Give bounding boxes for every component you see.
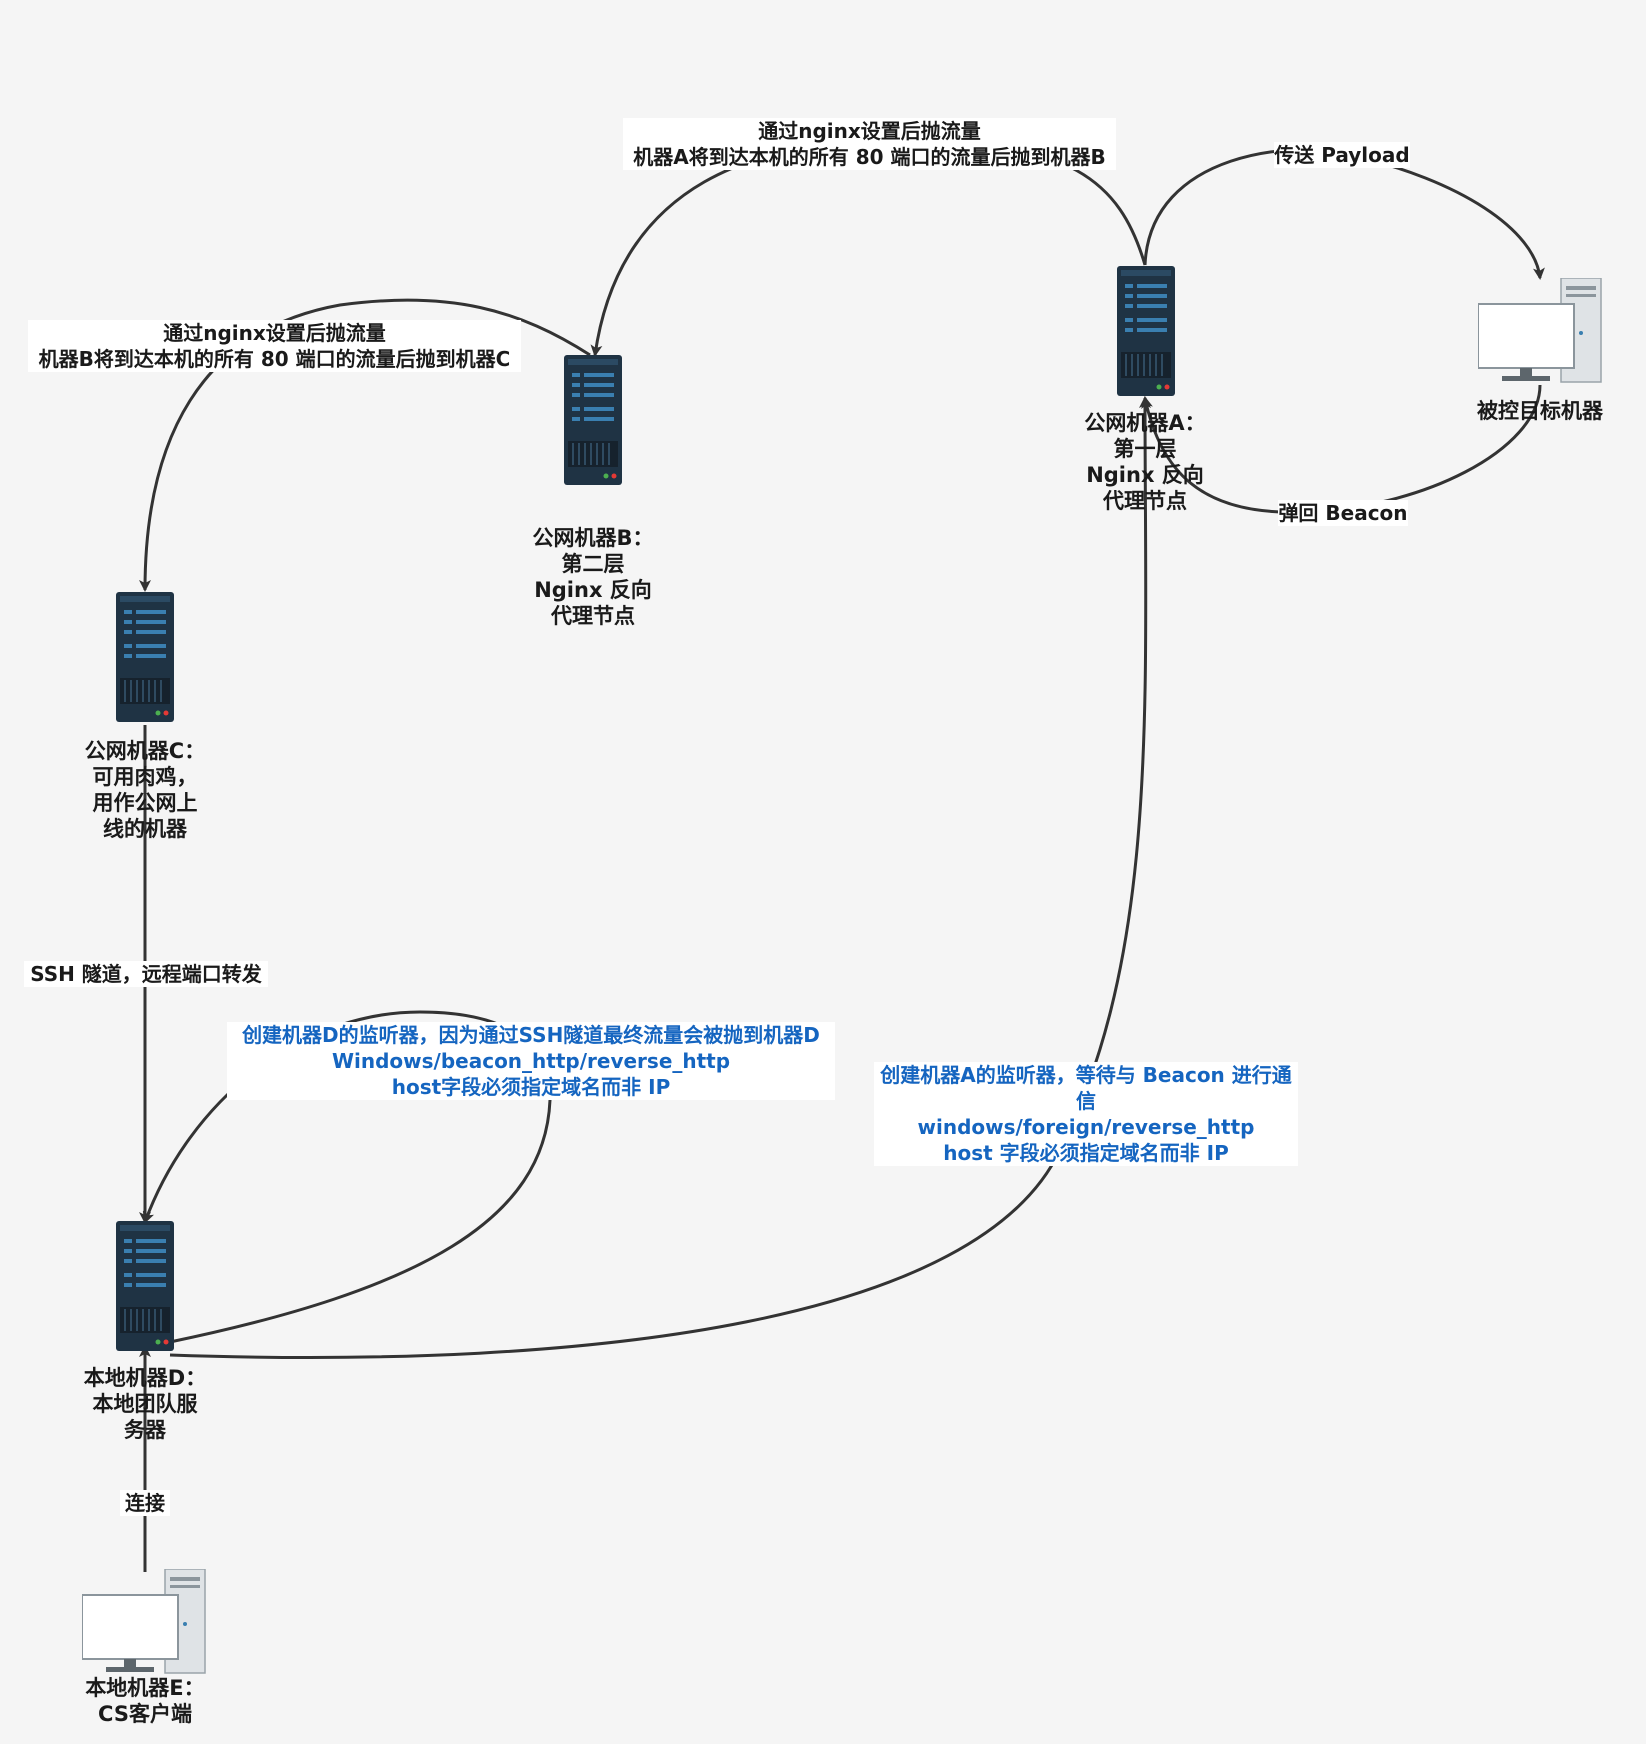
edge-label-connect: 连接 — [120, 1490, 170, 1516]
label-line: 第二层 — [561, 552, 625, 576]
server-machine-c[interactable] — [116, 592, 174, 722]
label-line: 通过nginx设置后抛流量 — [163, 321, 386, 345]
label-line: 代理节点 — [551, 604, 635, 628]
label-line: 创建机器D的监听器，因为通过SSH隧道最终流量会被抛到机器D — [242, 1023, 820, 1047]
label-line: CS客户端 — [98, 1702, 192, 1726]
server-machine-d[interactable] — [116, 1221, 174, 1351]
label-line: 被控目标机器 — [1477, 399, 1603, 423]
server-icon — [1117, 266, 1175, 396]
desktop-target[interactable] — [1477, 277, 1604, 384]
label-line: 务器 — [124, 1418, 166, 1442]
server-machine-b[interactable] — [564, 355, 622, 485]
server-icon — [116, 1221, 174, 1351]
label-line: Nginx 反向 — [534, 578, 652, 602]
edge-label-ssh-tunnel: SSH 隧道，远程端口转发 — [24, 961, 268, 987]
label-line: 信 — [1076, 1089, 1096, 1113]
server-icon — [116, 592, 174, 722]
label-line: Windows/beacon_http/reverse_http — [331, 1049, 731, 1073]
label-target: 被控目标机器 — [1460, 398, 1620, 424]
label-line: 线的机器 — [103, 817, 187, 841]
desktop-icon — [81, 1568, 206, 1674]
label-line: 创建机器A的监听器，等待与 Beacon 进行通 — [880, 1063, 1292, 1087]
desktop-machine-e[interactable] — [81, 1568, 208, 1675]
edge-label-listener-d: 创建机器D的监听器，因为通过SSH隧道最终流量会被抛到机器D Windows/b… — [227, 1022, 835, 1100]
server-icon — [564, 355, 622, 485]
label-line: 连接 — [125, 1491, 165, 1515]
edge-send-payload — [1143, 148, 1545, 280]
edge-a-to-b — [590, 138, 1147, 357]
edge-label-beacon-back: 弹回 Beacon — [1278, 500, 1408, 526]
label-machine-d: 本地机器D： 本地团队服 务器 — [70, 1365, 220, 1443]
desktop-icon — [1477, 277, 1602, 383]
label-line: windows/foreign/reverse_http — [917, 1115, 1255, 1139]
edge-label-b-to-c: 通过nginx设置后抛流量 机器B将到达本机的所有 80 端口的流量后抛到机器C — [28, 320, 521, 372]
label-line: 本地机器E： — [85, 1676, 205, 1700]
edge-label-a-to-b: 通过nginx设置后抛流量 机器A将到达本机的所有 80 端口的流量后抛到机器B — [623, 118, 1116, 170]
label-line: 通过nginx设置后抛流量 — [758, 119, 981, 143]
label-line: 传送 Payload — [1274, 143, 1410, 167]
label-line: 机器B将到达本机的所有 80 端口的流量后抛到机器C — [38, 347, 511, 371]
label-line: 本地机器D： — [83, 1366, 207, 1390]
label-line: SSH 隧道，远程端口转发 — [30, 962, 262, 986]
label-line: 机器A将到达本机的所有 80 端口的流量后抛到机器B — [633, 145, 1106, 169]
edge-label-send-payload: 传送 Payload — [1274, 142, 1410, 168]
label-line: 公网机器B： — [532, 526, 654, 550]
label-machine-a: 公网机器A： 第一层 Nginx 反向 代理节点 — [1070, 410, 1220, 514]
label-line: 公网机器A： — [1084, 411, 1206, 435]
label-line: host字段必须指定域名而非 IP — [391, 1075, 671, 1099]
edge-b-to-c — [139, 298, 591, 592]
label-line: 用作公网上 — [92, 791, 198, 815]
label-line: 第一层 — [1113, 437, 1177, 461]
label-line: host 字段必须指定域名而非 IP — [943, 1141, 1229, 1165]
label-machine-c: 公网机器C： 可用肉鸡， 用作公网上 线的机器 — [70, 738, 220, 842]
label-machine-e: 本地机器E： CS客户端 — [70, 1675, 220, 1727]
label-line: 可用肉鸡， — [92, 765, 198, 789]
label-line: 弹回 Beacon — [1278, 501, 1408, 525]
label-line: Nginx 反向 — [1086, 463, 1204, 487]
label-line: 公网机器C： — [84, 739, 206, 763]
label-machine-b: 公网机器B： 第二层 Nginx 反向 代理节点 — [518, 525, 668, 629]
label-line: 代理节点 — [1103, 489, 1187, 513]
server-machine-a[interactable] — [1117, 266, 1175, 396]
edge-label-listener-a: 创建机器A的监听器，等待与 Beacon 进行通 信 windows/forei… — [874, 1062, 1298, 1166]
label-line: 本地团队服 — [92, 1392, 198, 1416]
